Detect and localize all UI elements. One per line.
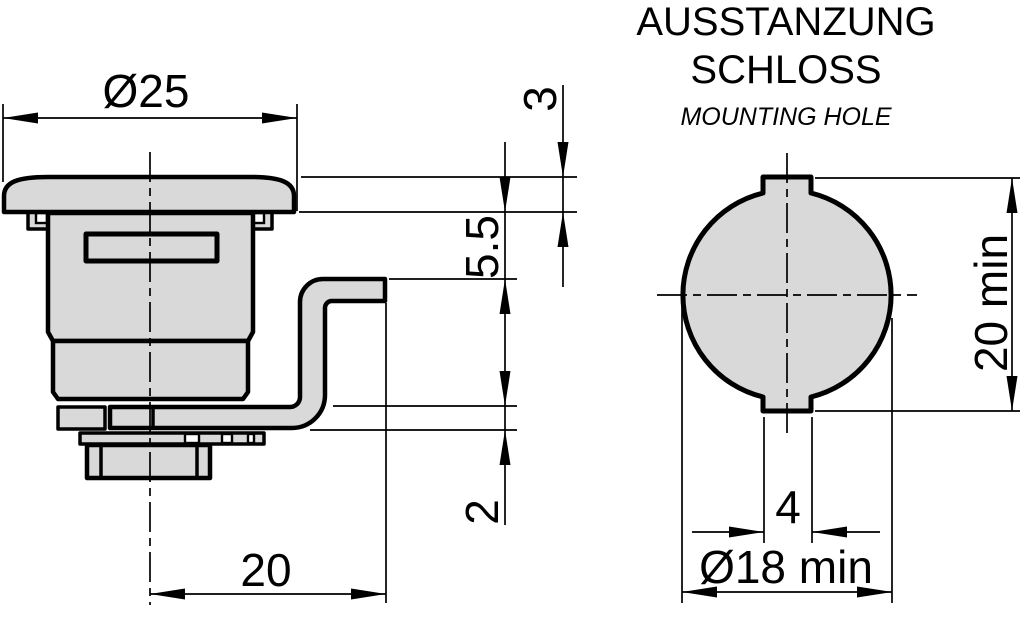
- dimension-cam-offset: 20: [150, 303, 387, 603]
- dim-label-min-height: 20 min: [965, 234, 1017, 372]
- arrowhead: [499, 279, 511, 314]
- dimension-notch-width: 4: [692, 417, 880, 543]
- dimension-min-diameter: Ø18 min: [681, 305, 893, 603]
- title-line1: AUSSTANZUNG: [636, 0, 935, 44]
- arrowhead: [812, 526, 847, 538]
- arrowhead: [351, 588, 386, 600]
- dimension-cap-diameter: Ø25: [2, 65, 298, 211]
- dimension-panel-to-cam: 5.5: [389, 142, 517, 525]
- dim-label-cam-thickness: 2: [456, 499, 508, 525]
- arrowhead: [150, 588, 185, 600]
- dim-label-panel-to-cam: 5.5: [456, 215, 508, 279]
- arrowhead: [499, 430, 511, 465]
- arrowhead: [682, 586, 717, 598]
- subtitle: MOUNTING HOLE: [680, 103, 891, 131]
- key-face-plate: [83, 231, 220, 264]
- threaded-bushing: [84, 442, 213, 481]
- lock-cap: [1, 174, 297, 215]
- dim-label-cap-height: 3: [514, 86, 566, 112]
- arrowhead: [557, 142, 569, 177]
- serrated-washer: [78, 431, 266, 446]
- mounting-hole-view: AUSSTANZUNG SCHLOSS MOUNTING HOLE 20 min…: [636, 0, 1020, 603]
- serration-notch: [183, 432, 201, 445]
- serration-notch: [220, 432, 234, 445]
- dim-label-min-diameter: Ø18 min: [699, 541, 873, 593]
- dimension-min-height: 20 min: [815, 177, 1020, 412]
- cam-lever: [107, 276, 388, 431]
- arrowhead: [857, 586, 892, 598]
- dim-label-notch-width: 4: [775, 481, 801, 533]
- title-block: AUSSTANZUNG SCHLOSS MOUNTING HOLE: [636, 0, 935, 131]
- serration-notch: [246, 432, 256, 445]
- dim-label-cam-offset: 20: [240, 544, 291, 596]
- dim-label-cap-diameter: Ø25: [103, 65, 190, 117]
- dimension-cap-height: 3: [299, 85, 577, 287]
- arrowhead: [3, 112, 38, 124]
- lock-side-view: [1, 152, 388, 605]
- arrowhead: [557, 212, 569, 247]
- arrowhead: [729, 526, 764, 538]
- arrowhead: [1006, 178, 1018, 213]
- spring-clip-left-notch: [34, 211, 49, 225]
- dimension-cam-thickness: 2: [310, 371, 517, 525]
- arrowhead: [499, 177, 511, 212]
- washer: [56, 405, 107, 431]
- arrowhead: [499, 371, 511, 406]
- title-line2: SCHLOSS: [690, 48, 881, 92]
- arrowhead: [1006, 376, 1018, 411]
- arrowhead: [262, 112, 297, 124]
